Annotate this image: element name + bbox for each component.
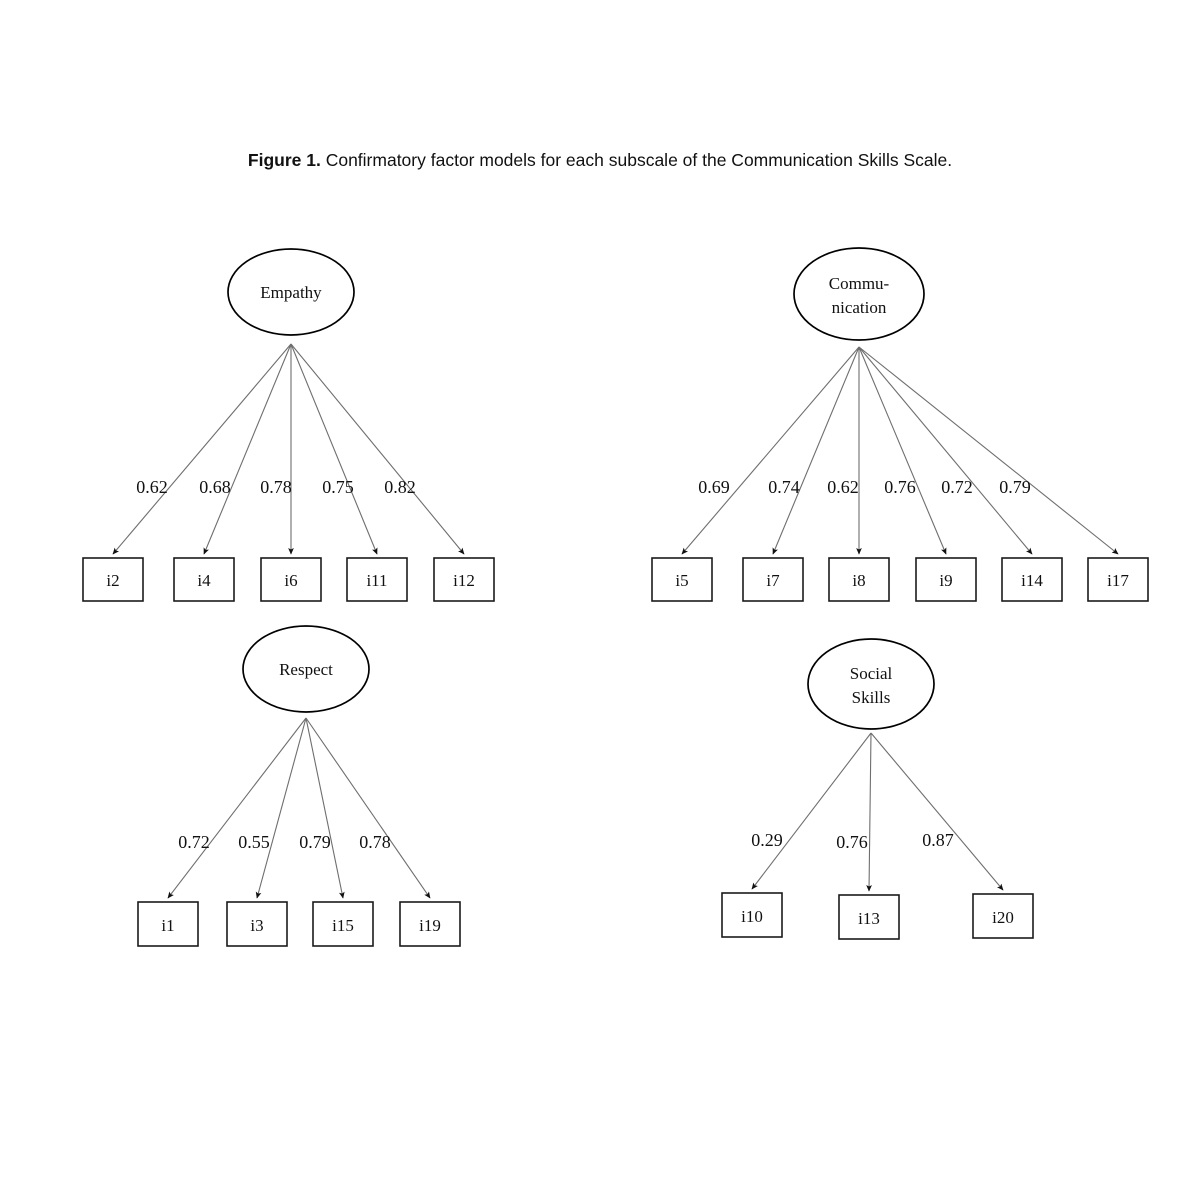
indicator-label-i15: i15: [332, 916, 354, 935]
factor-label-empathy: Empathy: [260, 283, 322, 302]
loading-label-social-skills-i10: 0.29: [751, 830, 783, 850]
indicator-label-i10: i10: [741, 907, 763, 926]
loading-label-empathy-i11: 0.75: [322, 477, 354, 497]
loading-label-respect-i19: 0.78: [359, 832, 391, 852]
loading-path-empathy-i11: [290, 343, 378, 555]
loading-label-respect-i3: 0.55: [238, 832, 270, 852]
loading-path-communication-i17: [858, 346, 1119, 555]
factor-ellipse-respect[interactable]: [242, 625, 370, 713]
factor-ellipse-social-skills[interactable]: [807, 638, 935, 730]
indicator-box-i12[interactable]: [433, 557, 495, 602]
indicator-label-i19: i19: [419, 916, 441, 935]
indicator-box-i14[interactable]: [1001, 557, 1063, 602]
indicator-box-i1[interactable]: [137, 901, 199, 947]
loading-path-respect-i15: [305, 717, 345, 899]
indicator-label-i8: i8: [852, 571, 865, 590]
loading-label-social-skills-i13: 0.76: [836, 832, 868, 852]
indicator-box-i10[interactable]: [721, 892, 783, 938]
loading-label-communication-i8: 0.62: [827, 477, 859, 497]
loading-label-communication-i7: 0.74: [768, 477, 800, 497]
factor-ellipse-communication[interactable]: [793, 247, 925, 341]
model-communication: Commu- nication 0.69 0.74 0.62 0.76 0.72…: [651, 247, 1149, 602]
indicator-box-i7[interactable]: [742, 557, 804, 602]
loading-label-communication-i9: 0.76: [884, 477, 916, 497]
indicator-label-i13: i13: [858, 909, 880, 928]
model-respect: Respect 0.72 0.55 0.79 0.78 i1 i3 i15 i1…: [137, 625, 461, 947]
factor-label-communication-line1: Commu-: [829, 274, 890, 293]
factor-label-communication-line2: nication: [832, 298, 887, 317]
indicator-label-i9: i9: [939, 571, 952, 590]
indicator-box-i6[interactable]: [260, 557, 322, 602]
indicator-box-i5[interactable]: [651, 557, 713, 602]
indicator-box-i9[interactable]: [915, 557, 977, 602]
indicator-label-i5: i5: [675, 571, 688, 590]
loading-label-respect-i15: 0.79: [299, 832, 331, 852]
model-social-skills: Social Skills 0.29 0.76 0.87 i10 i13 i20: [721, 638, 1034, 940]
loading-label-communication-i5: 0.69: [698, 477, 730, 497]
indicator-label-i1: i1: [161, 916, 174, 935]
indicator-label-i12: i12: [453, 571, 475, 590]
indicator-label-i14: i14: [1021, 571, 1043, 590]
indicator-label-i3: i3: [250, 916, 263, 935]
loading-path-respect-i19: [305, 717, 431, 899]
factor-ellipse-empathy[interactable]: [227, 248, 355, 336]
loading-path-communication-i5: [681, 346, 860, 555]
loading-label-empathy-i6: 0.78: [260, 477, 292, 497]
indicator-box-i11[interactable]: [346, 557, 408, 602]
factor-label-social-skills-line2: Skills: [852, 688, 891, 707]
figure-caption: Figure 1. Confirmatory factor models for…: [0, 150, 1200, 171]
loading-label-empathy-i4: 0.68: [199, 477, 231, 497]
indicator-label-i7: i7: [766, 571, 780, 590]
indicator-box-i17[interactable]: [1087, 557, 1149, 602]
loading-path-respect-i1: [167, 717, 307, 899]
loading-label-communication-i14: 0.72: [941, 477, 973, 497]
loading-label-empathy-i2: 0.62: [136, 477, 168, 497]
indicator-label-i4: i4: [197, 571, 211, 590]
loading-label-social-skills-i20: 0.87: [922, 830, 954, 850]
loading-path-empathy-i12: [290, 343, 465, 555]
indicator-box-i15[interactable]: [312, 901, 374, 947]
factor-label-respect: Respect: [279, 660, 333, 679]
model-empathy: Empathy 0.62 0.68 0.78 0.75 0.82 i2 i4 i…: [82, 248, 495, 602]
factor-label-social-skills-line1: Social: [850, 664, 893, 683]
loading-path-empathy-i2: [112, 343, 292, 555]
loading-label-respect-i1: 0.72: [178, 832, 210, 852]
indicator-label-i2: i2: [106, 571, 119, 590]
indicator-box-i13[interactable]: [838, 894, 900, 940]
indicator-box-i3[interactable]: [226, 901, 288, 947]
loading-path-empathy-i4: [203, 343, 292, 555]
loading-path-communication-i9: [858, 346, 947, 555]
indicator-label-i20: i20: [992, 908, 1014, 927]
indicator-label-i11: i11: [366, 571, 387, 590]
indicator-box-i2[interactable]: [82, 557, 144, 602]
indicator-label-i17: i17: [1107, 571, 1129, 590]
loading-label-empathy-i12: 0.82: [384, 477, 416, 497]
loading-path-communication-i7: [772, 346, 860, 555]
indicator-label-i6: i6: [284, 571, 297, 590]
indicator-box-i8[interactable]: [828, 557, 890, 602]
loading-path-social-skills-i13: [866, 732, 872, 892]
figure-caption-label: Figure 1.: [247, 150, 321, 170]
indicator-box-i20[interactable]: [972, 893, 1034, 939]
loading-path-communication-i14: [858, 346, 1033, 555]
indicator-box-i4[interactable]: [173, 557, 235, 602]
loading-path-respect-i3: [255, 717, 307, 899]
loading-label-communication-i17: 0.79: [999, 477, 1031, 497]
figure-caption-text: Confirmatory factor models for each subs…: [320, 150, 953, 170]
indicator-box-i19[interactable]: [399, 901, 461, 947]
loading-path-social-skills-i20: [870, 732, 1004, 891]
loading-path-social-skills-i10: [751, 732, 872, 890]
